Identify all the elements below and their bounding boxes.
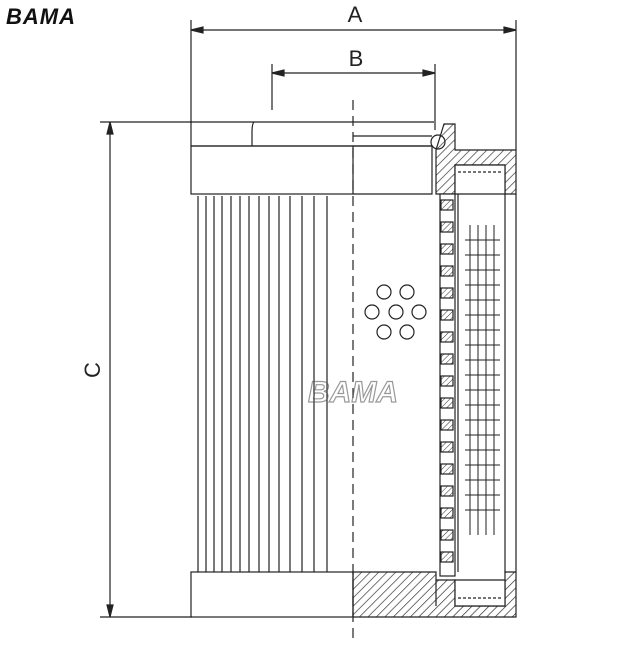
dimension-c xyxy=(100,121,192,618)
perforation-holes xyxy=(364,284,427,340)
filter-section-view xyxy=(352,123,517,618)
dimension-b xyxy=(271,64,436,130)
filter-mesh xyxy=(465,225,500,535)
brand-watermark: BAMA xyxy=(308,376,398,409)
dimension-c-label: C xyxy=(80,362,105,378)
filter-exterior-view xyxy=(190,121,434,618)
dimension-a-label: A xyxy=(348,2,363,27)
dimension-a xyxy=(190,20,517,150)
brand-logo: BAMA xyxy=(6,4,76,29)
dimension-b-label: B xyxy=(349,46,364,71)
